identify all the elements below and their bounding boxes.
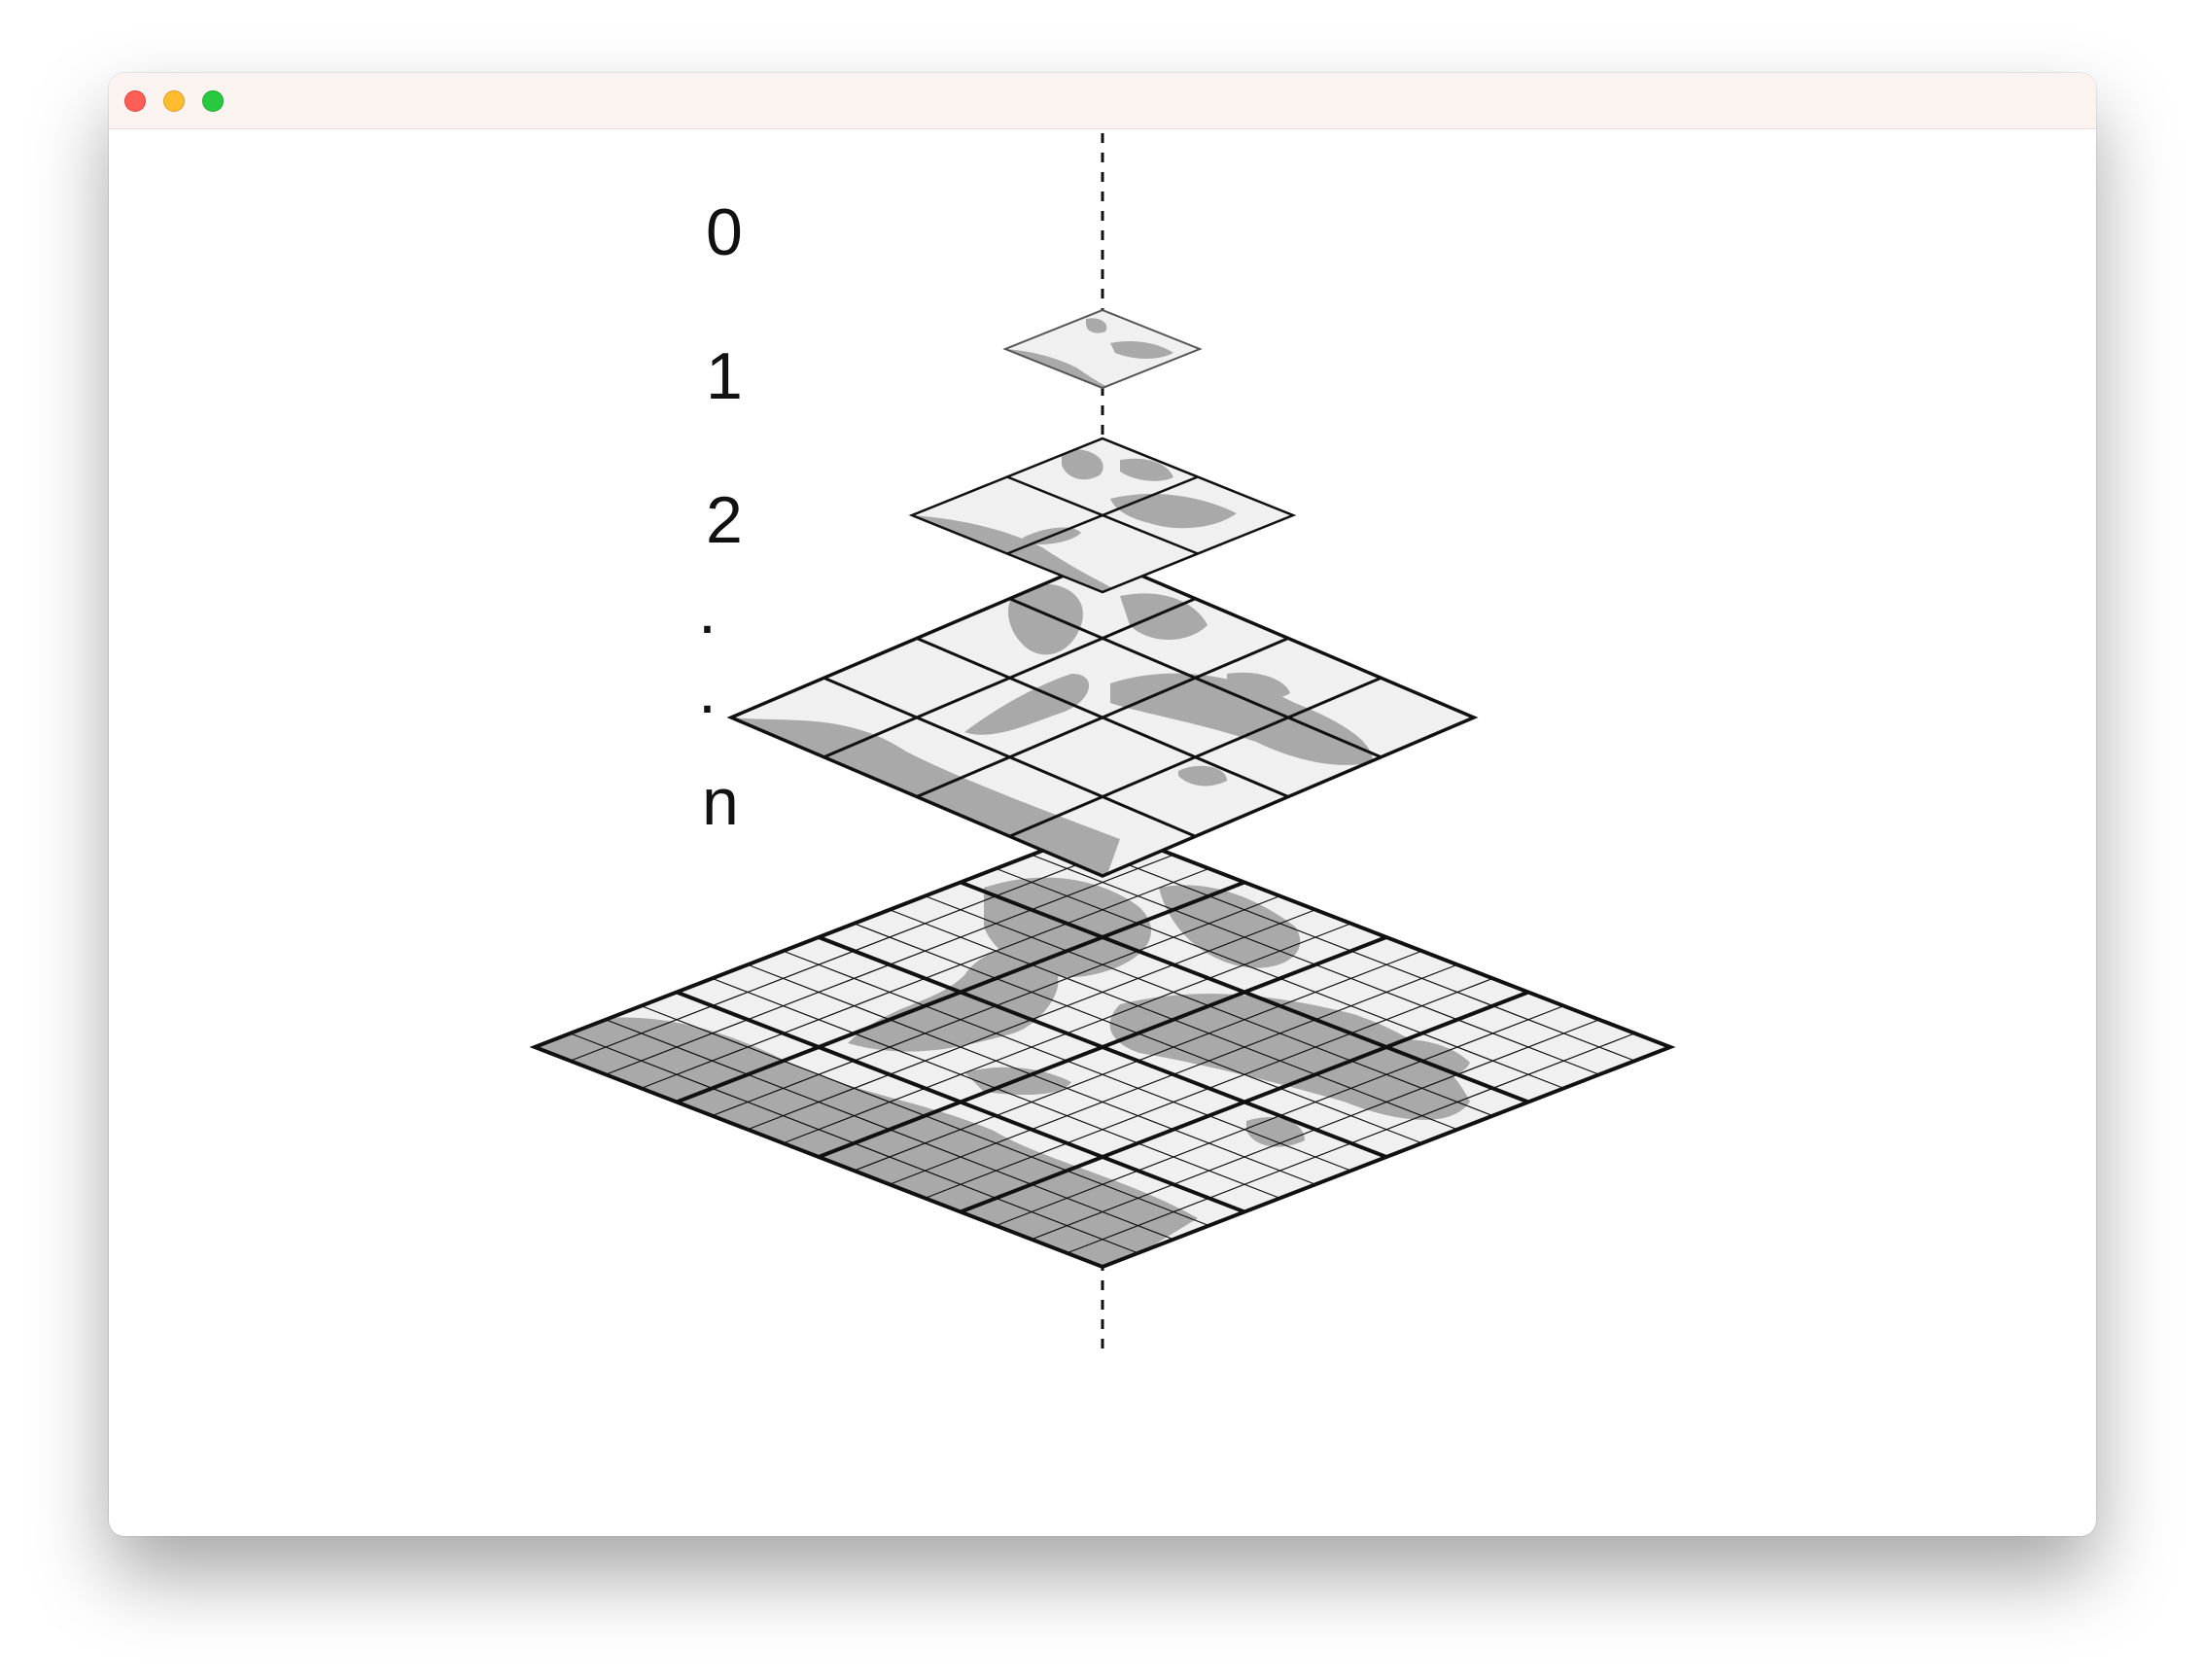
- title-bar: [109, 73, 2096, 129]
- tile-grid-line: [889, 963, 1458, 1185]
- level-n-tile-layer: [529, 824, 1676, 1270]
- tile-grid-line: [1008, 676, 1382, 838]
- level-label-n: n: [702, 765, 739, 839]
- tile-grid-line: [960, 990, 1529, 1214]
- level-label-1: 1: [706, 339, 743, 413]
- tile-grid-line: [1067, 1032, 1635, 1254]
- level-1-tile-layer: [908, 437, 1297, 594]
- tile-grid-line: [1031, 1019, 1600, 1241]
- tile-grid-line: [854, 950, 1422, 1172]
- tile-grid-line: [925, 977, 1493, 1199]
- app-window: 0 1 2 . . n: [109, 73, 2096, 1536]
- tile-grid-line: [747, 963, 1316, 1185]
- level-2-grid: [822, 597, 1382, 838]
- tile-grid-line: [1006, 475, 1199, 555]
- level-label-0: 0: [706, 195, 743, 269]
- tile-grid-line: [783, 950, 1351, 1172]
- tile-grid-line: [641, 1005, 1209, 1227]
- tile-grid-line: [916, 637, 1289, 798]
- level-label-2: 2: [706, 483, 743, 557]
- level-labels: 0 1 2 . . n: [698, 195, 743, 839]
- level-2-tile-layer: [726, 557, 1479, 878]
- diagram-canvas: 0 1 2 . . n: [109, 129, 2096, 1536]
- close-window-button[interactable]: [124, 90, 146, 112]
- tile-grid-line: [996, 1005, 1564, 1227]
- tile-grid-line: [818, 935, 1387, 1159]
- level-1-grid: [1006, 475, 1199, 555]
- tile-grid-line: [676, 990, 1245, 1214]
- level-n-grid: [570, 840, 1635, 1254]
- tile-grid-line: [712, 977, 1280, 1199]
- ellipsis-dot-1: .: [698, 574, 717, 648]
- level-0-tile-layer: [1002, 308, 1203, 390]
- tile-grid-line: [605, 1019, 1174, 1241]
- maximize-window-button[interactable]: [202, 90, 224, 112]
- minimize-window-button[interactable]: [163, 90, 185, 112]
- tile-grid-line: [822, 676, 1197, 838]
- tile-grid-line: [570, 1032, 1138, 1254]
- tile-pyramid-diagram: 0 1 2 . . n: [529, 133, 1676, 1349]
- ellipsis-dot-2: .: [698, 653, 717, 727]
